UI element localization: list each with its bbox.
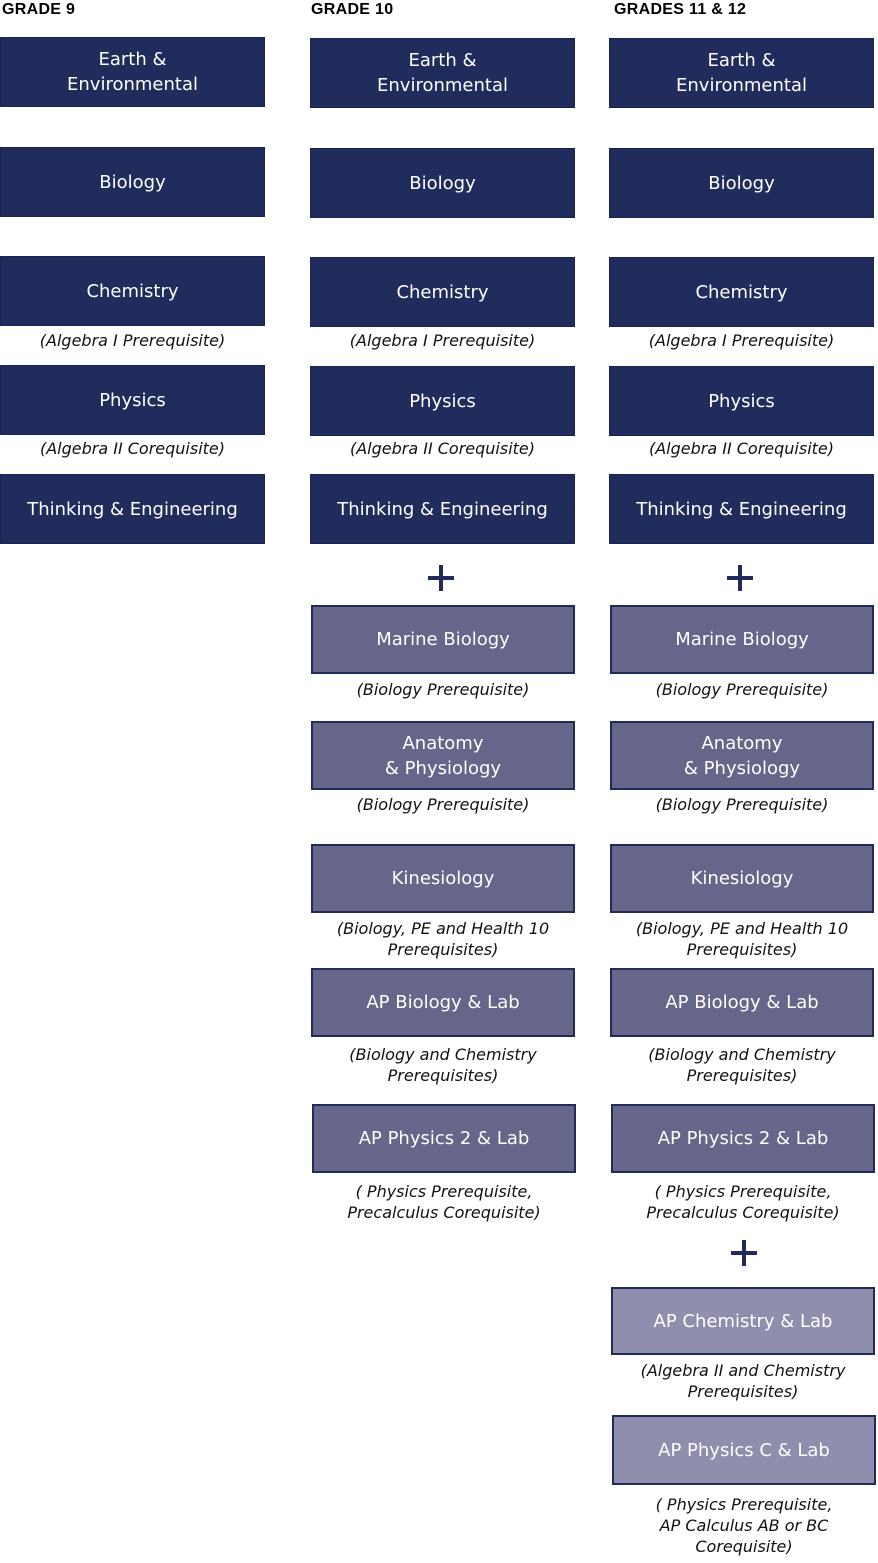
course-box-thinking-engineering: Thinking & Engineering [609,474,874,544]
course-box-ap-chemistry-lab: AP Chemistry & Lab [611,1287,875,1355]
course-box-physics: Physics [0,365,265,435]
course-box-chemistry: Chemistry [609,257,874,327]
course-box-thinking-engineering: Thinking & Engineering [310,474,575,544]
course-box-chemistry: Chemistry [310,257,575,327]
course-box-ap-physics-2-lab: AP Physics 2 & Lab [611,1104,875,1173]
course-note-physics: (Algebra II Corequisite) [349,439,536,458]
course-note-ap-biology-lab: (Biology and Chemistry Prerequisites) [648,1045,836,1085]
course-box-ap-biology-lab: AP Biology & Lab [610,968,874,1037]
course-note-chemistry: (Algebra I Prerequisite) [349,331,536,350]
course-box-chemistry: Chemistry [0,256,265,326]
course-note-chemistry: (Algebra I Prerequisite) [39,331,226,350]
course-note-kinesiology: (Biology, PE and Health 10 Prerequisites… [336,919,550,959]
column-title-grade-10: GRADE 10 [311,1,394,18]
course-box-physics: Physics [310,366,575,436]
course-box-marine-biology: Marine Biology [311,605,575,674]
course-note-ap-physics-2-lab: ( Physics Prerequisite, Precalculus Core… [347,1182,541,1222]
course-note-ap-physics-c-lab: ( Physics Prerequisite, AP Calculus AB o… [655,1495,833,1556]
course-note-physics: (Algebra II Corequisite) [39,439,226,458]
course-note-anatomy-physiology: (Biology Prerequisite) [356,795,530,814]
course-note-anatomy-physiology: (Biology Prerequisite) [655,795,829,814]
course-note-ap-physics-2-lab: ( Physics Prerequisite, Precalculus Core… [646,1182,840,1222]
course-box-earth-environmental: Earth &Environmental [310,38,575,108]
course-box-earth-environmental: Earth &Environmental [609,38,874,108]
course-box-ap-physics-2-lab: AP Physics 2 & Lab [312,1104,576,1173]
course-box-thinking-engineering: Thinking & Engineering [0,474,265,544]
course-note-ap-chemistry-lab: (Algebra II and Chemistry Prerequisites) [640,1361,846,1401]
column-title-grade-9: GRADE 9 [2,1,76,18]
plus-icon [731,1240,757,1266]
plus-icon [428,565,454,591]
course-box-anatomy-physiology: Anatomy& Physiology [311,721,575,790]
course-note-chemistry: (Algebra I Prerequisite) [648,331,835,350]
course-box-ap-biology-lab: AP Biology & Lab [311,968,575,1037]
course-note-physics: (Algebra II Corequisite) [648,439,835,458]
course-box-anatomy-physiology: Anatomy& Physiology [610,721,874,790]
course-box-ap-physics-c-lab: AP Physics C & Lab [612,1415,876,1485]
course-note-marine-biology: (Biology Prerequisite) [655,680,829,699]
course-note-kinesiology: (Biology, PE and Health 10 Prerequisites… [635,919,849,959]
course-box-biology: Biology [310,148,575,218]
course-box-biology: Biology [609,148,874,218]
column-title-grades-11-12: GRADES 11 & 12 [614,1,747,18]
course-box-earth-environmental: Earth &Environmental [0,37,265,107]
course-box-biology: Biology [0,147,265,217]
course-box-marine-biology: Marine Biology [610,605,874,674]
course-box-physics: Physics [609,366,874,436]
course-note-marine-biology: (Biology Prerequisite) [356,680,530,699]
course-box-kinesiology: Kinesiology [610,844,874,913]
course-box-kinesiology: Kinesiology [311,844,575,913]
course-note-ap-biology-lab: (Biology and Chemistry Prerequisites) [349,1045,537,1085]
plus-icon [727,565,753,591]
